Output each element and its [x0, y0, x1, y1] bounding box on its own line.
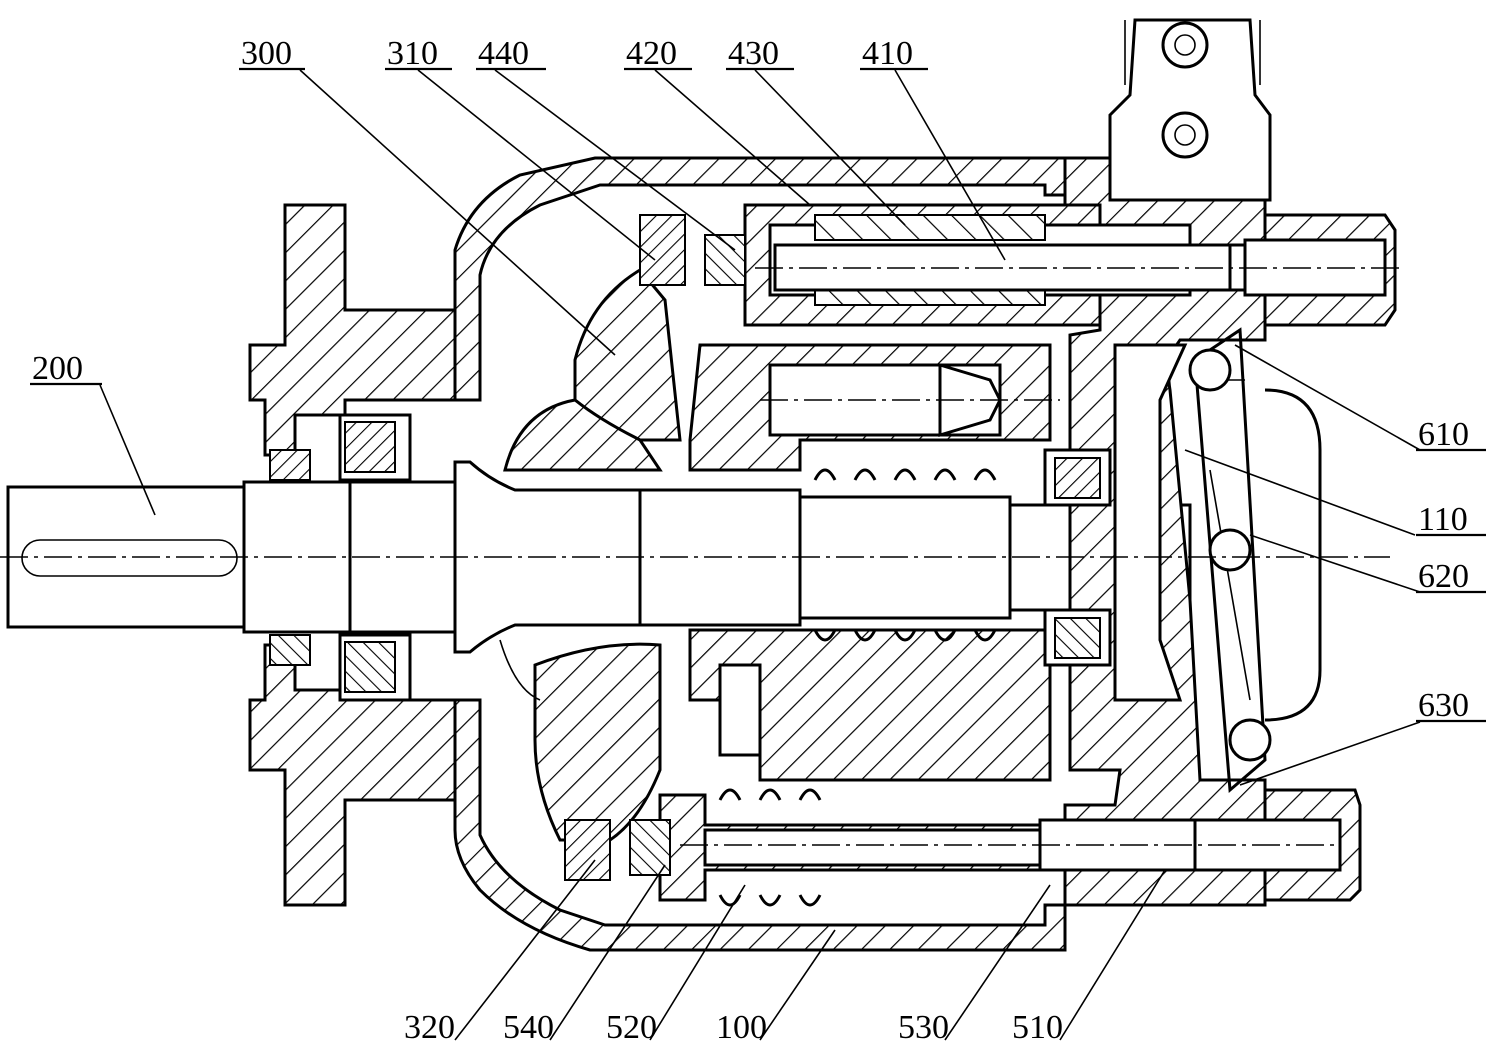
label-100: 100	[716, 1009, 767, 1046]
adjusting-nut-top	[1245, 215, 1395, 325]
label-530: 530	[898, 1009, 949, 1046]
label-620: 620	[1418, 558, 1469, 595]
label-200: 200	[32, 350, 83, 387]
label-420: 420	[626, 35, 677, 72]
leader-620	[1250, 535, 1420, 592]
label-300: 300	[241, 35, 292, 72]
leader-610	[1235, 345, 1420, 450]
label-520: 520	[606, 1009, 657, 1046]
label-610: 610	[1418, 416, 1469, 453]
label-630: 630	[1418, 687, 1469, 724]
label-410: 410	[862, 35, 913, 72]
label-540: 540	[503, 1009, 554, 1046]
top-valve-block	[1110, 20, 1270, 200]
label-510: 510	[1012, 1009, 1063, 1046]
label-310: 310	[387, 35, 438, 72]
label-440: 440	[478, 35, 529, 72]
label-320: 320	[404, 1009, 455, 1046]
leader-430	[755, 70, 905, 225]
label-110: 110	[1418, 501, 1468, 538]
label-430: 430	[728, 35, 779, 72]
linkage-arms	[1190, 330, 1320, 790]
